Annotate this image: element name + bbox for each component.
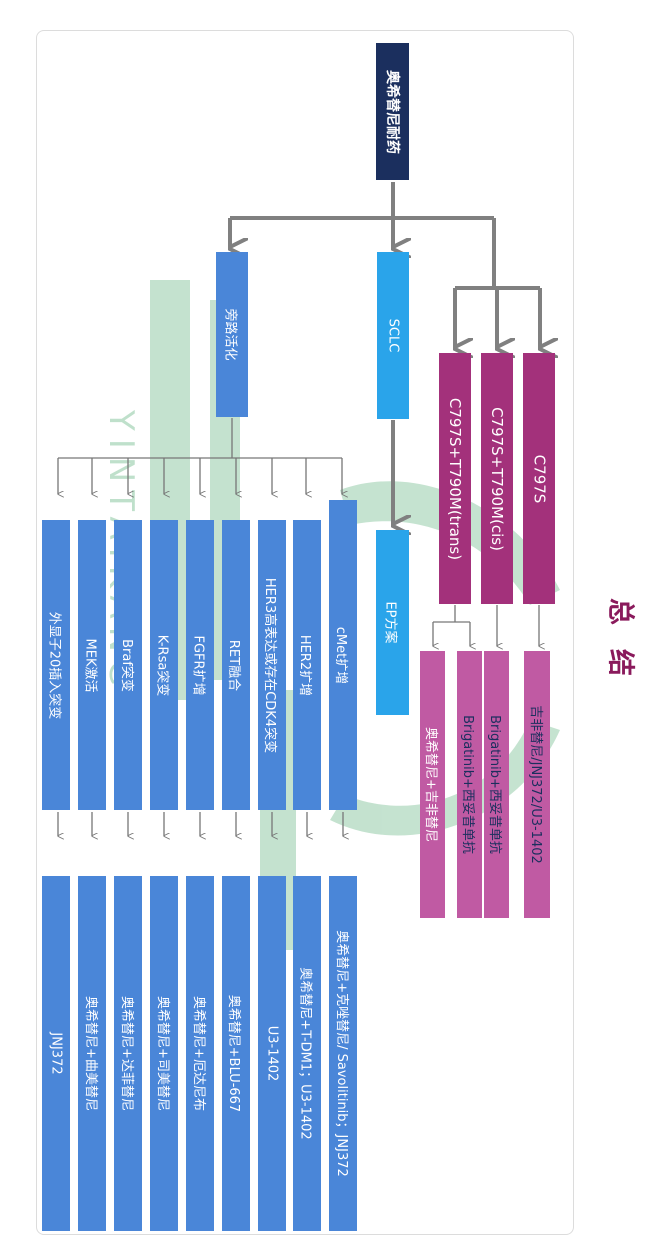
node-label: 奥希替尼+曲美替尼	[82, 996, 98, 1111]
node-label: HER3高表达或存在CDK4突变	[262, 577, 278, 753]
bypass-item-cmet: cMet扩增	[329, 500, 357, 810]
node-label: Brigatinib+西妥昔单抗	[460, 715, 475, 854]
node-label: 旁路活化	[222, 308, 238, 361]
node-label: C797S+T790M(cis)	[488, 406, 506, 551]
branch-c797s-t790m-trans: C797S+T790M(trans)	[439, 353, 471, 604]
bypass-item-fgfr: FGFR扩增	[186, 520, 214, 810]
node-label: 奥希替尼耐药	[383, 69, 400, 154]
node-label: HER2扩增	[297, 634, 313, 696]
node-label: MEK激活	[82, 638, 98, 692]
treatment-cmet: 奥希替尼+克唑替尼/ Savolitinib；JNJ372	[329, 876, 357, 1231]
node-label: JNJ372	[48, 1032, 64, 1075]
node-label: 奥希替尼+吉非替尼	[423, 727, 438, 842]
treatment-c797s: 吉非替尼/JNJ372/U3-1402	[524, 651, 550, 918]
node-label: 奥希替尼+克唑替尼/ Savolitinib；JNJ372	[333, 930, 349, 1177]
node-label: 奥希替尼+BLU-667	[226, 994, 242, 1113]
treatment-exon20: JNJ372	[42, 876, 70, 1231]
branch-c797s-t790m-cis: C797S+T790M(cis)	[481, 353, 513, 604]
branch-bypass-activation: 旁路活化	[216, 252, 248, 417]
node-label: 奥希替尼+达菲替尼	[118, 996, 134, 1111]
treatment-krsa: 奥希替尼+司美替尼	[150, 876, 178, 1231]
node-label: Braf突变	[118, 638, 134, 692]
node-label: 奥希替尼+T-DM1；U3-1402	[297, 967, 313, 1140]
bypass-item-braf: Braf突变	[114, 520, 142, 810]
node-label: 外显子20插入突变	[46, 611, 62, 719]
node-label: C797S+T790M(trans)	[446, 397, 465, 560]
treatment-c797s-t790m-trans-a: Brigatinib+西妥昔单抗	[457, 651, 482, 918]
node-label: 吉非替尼/JNJ372/U3-1402	[527, 705, 543, 864]
node-label: 奥希替尼+司美替尼	[154, 996, 170, 1111]
treatment-her2: 奥希替尼+T-DM1；U3-1402	[293, 876, 321, 1231]
node-label: U3-1402	[264, 1025, 280, 1082]
bypass-item-her2: HER2扩增	[293, 520, 321, 810]
bypass-item-exon20: 外显子20插入突变	[42, 520, 70, 810]
treatment-sclc-ep: EP方案	[376, 530, 409, 715]
treatment-fgfr: 奥希替尼+厄达尼布	[186, 876, 214, 1231]
node-label: 奥希替尼+厄达尼布	[190, 996, 206, 1111]
treatment-her3: U3-1402	[258, 876, 286, 1231]
page-title: 总 结	[600, 598, 640, 700]
node-label: K-Rsa突变	[154, 634, 170, 696]
node-label: Brigatinib+西妥昔单抗	[487, 715, 502, 854]
bypass-item-krsa: K-Rsa突变	[150, 520, 178, 810]
treatment-c797s-t790m-cis: Brigatinib+西妥昔单抗	[484, 651, 509, 918]
treatment-mek: 奥希替尼+曲美替尼	[78, 876, 106, 1231]
node-label: FGFR扩增	[190, 634, 206, 696]
branch-c797s: C797S	[523, 353, 555, 604]
node-label: cMet扩增	[333, 626, 349, 684]
bypass-item-ret: RET融合	[222, 520, 250, 810]
bypass-item-her3: HER3高表达或存在CDK4突变	[258, 520, 286, 810]
title-char: 总	[604, 598, 636, 625]
treatment-braf: 奥希替尼+达菲替尼	[114, 876, 142, 1231]
node-label: EP方案	[383, 601, 398, 644]
root-node-osimertinib-resistance: 奥希替尼耐药	[376, 43, 409, 180]
node-label: C797S	[530, 454, 549, 503]
bypass-item-mek: MEK激活	[78, 520, 106, 810]
treatment-c797s-t790m-trans-b: 奥希替尼+吉非替尼	[420, 651, 445, 918]
treatment-ret: 奥希替尼+BLU-667	[222, 876, 250, 1231]
node-label: SCLC	[385, 318, 401, 353]
title-char: 结	[604, 649, 636, 676]
branch-sclc: SCLC	[377, 252, 409, 419]
node-label: RET融合	[226, 639, 242, 691]
